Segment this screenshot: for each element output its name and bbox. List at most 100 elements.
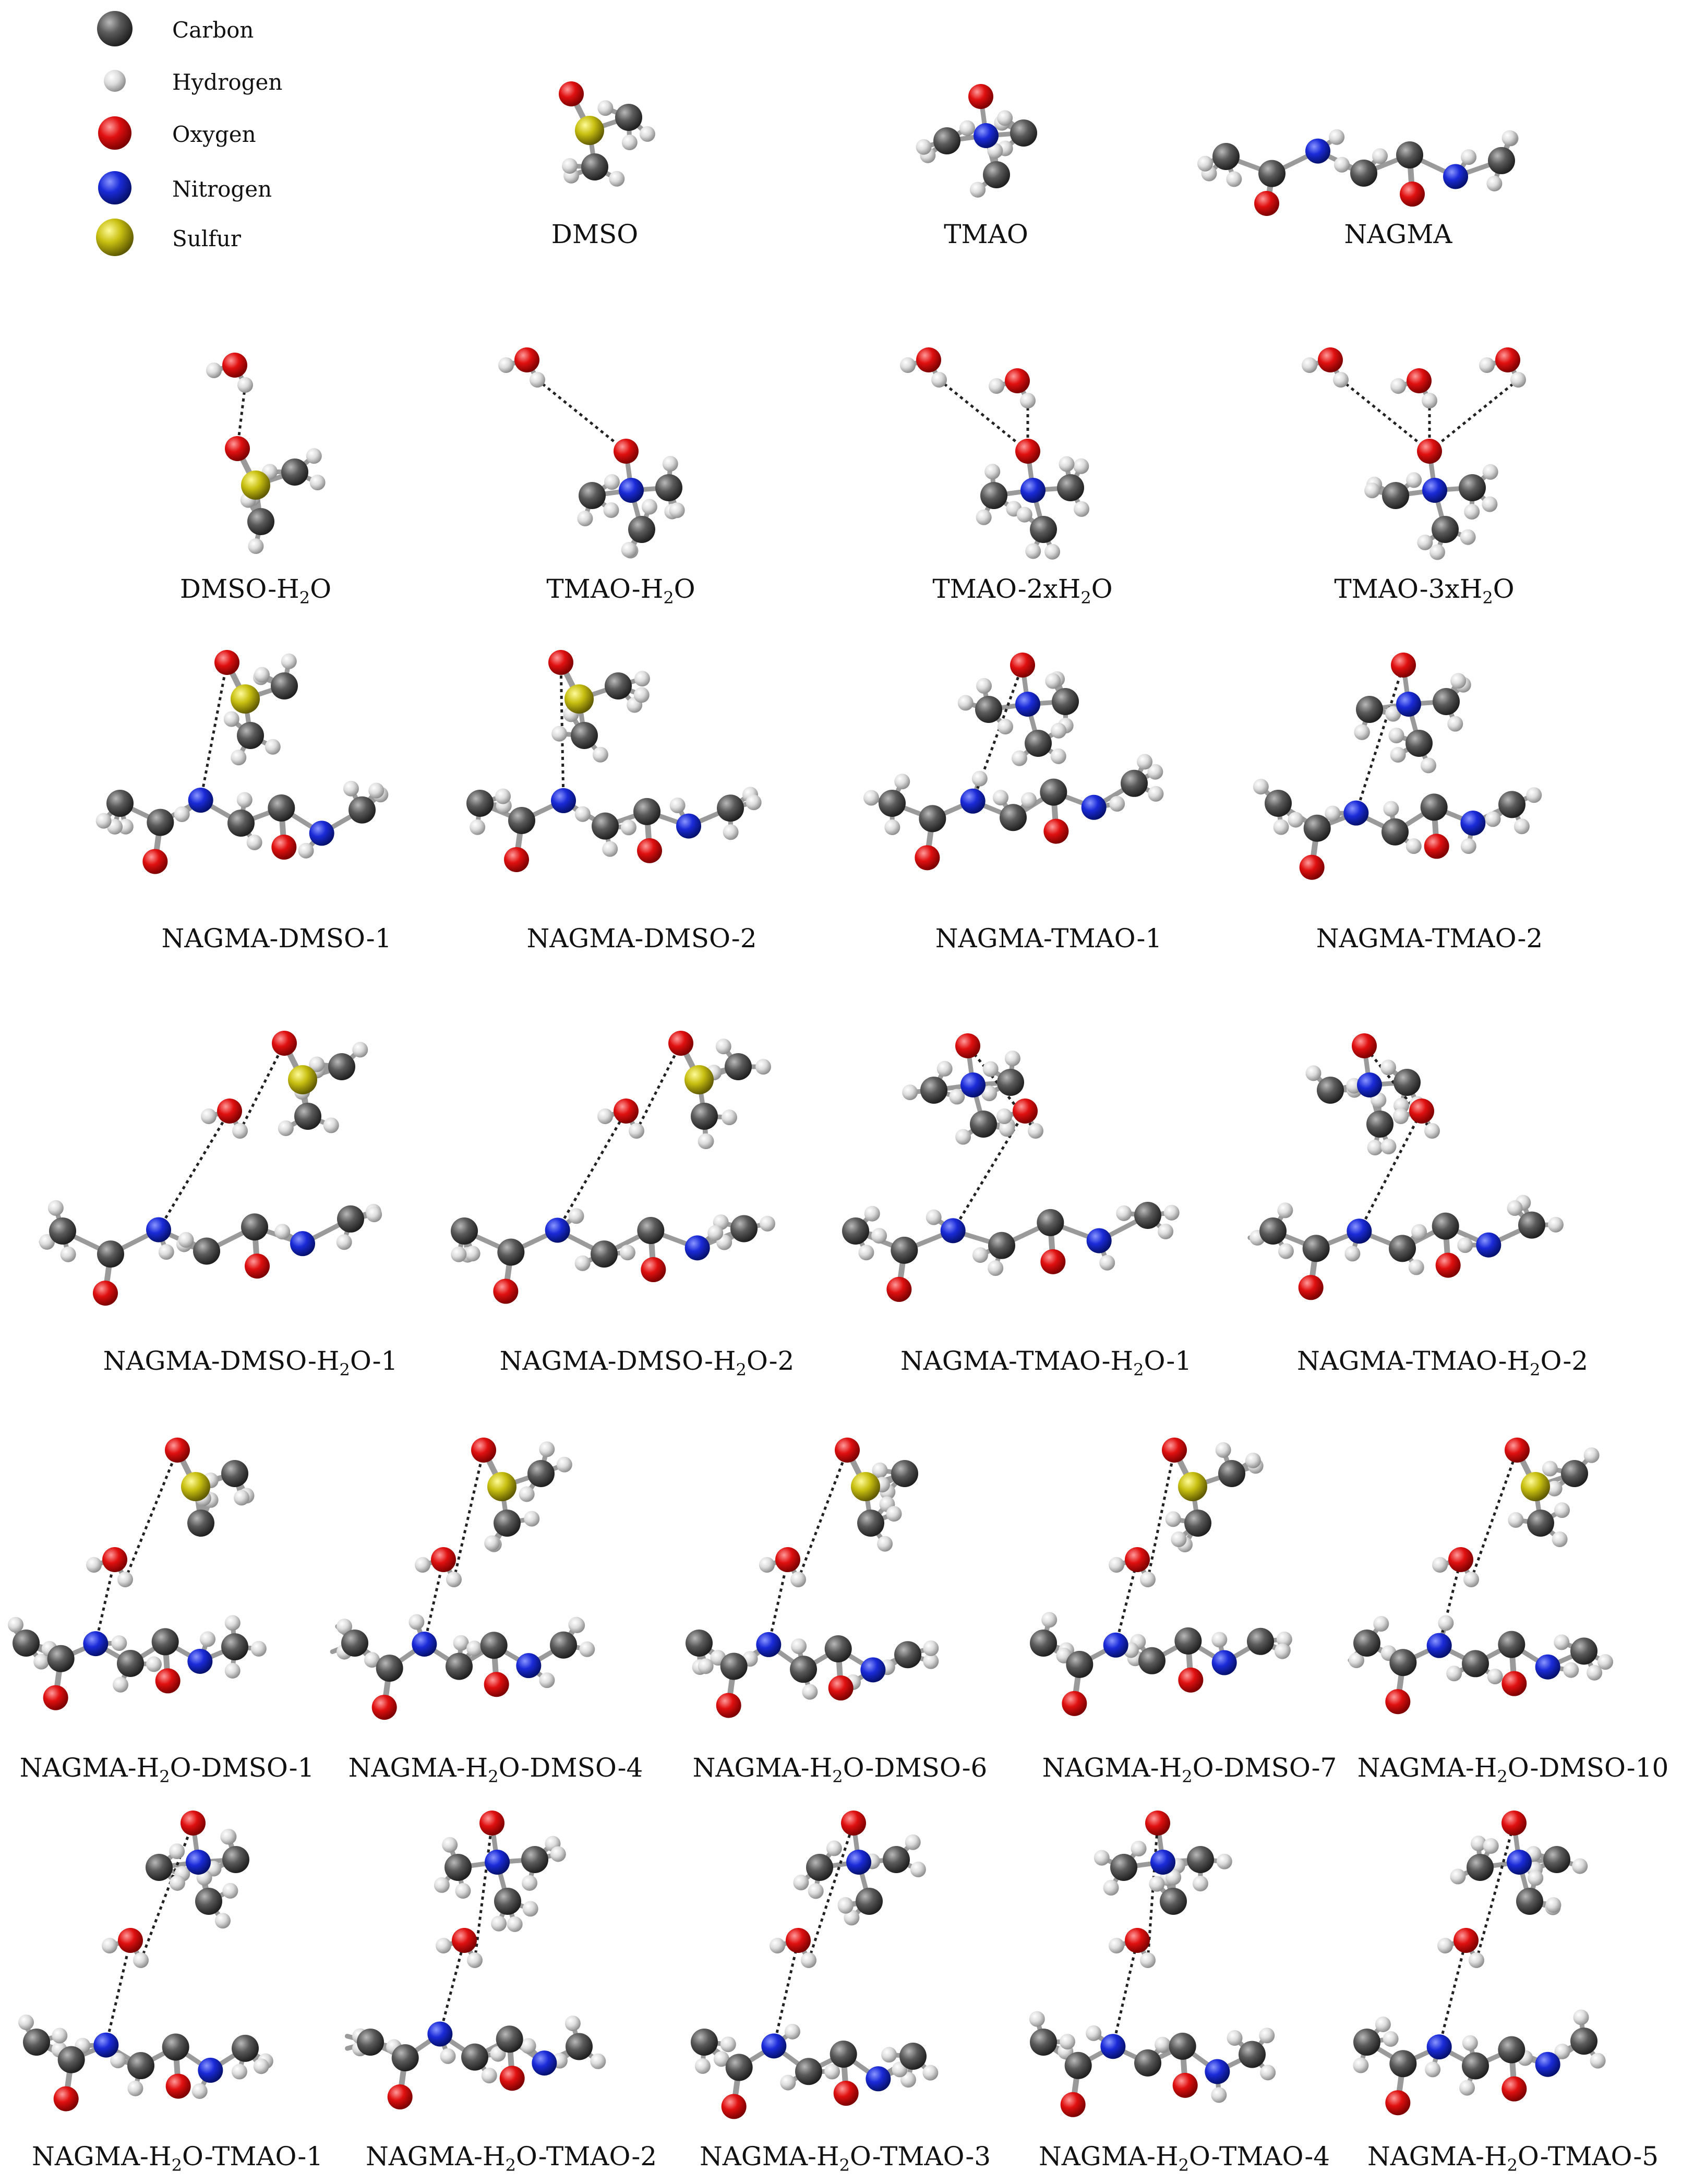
hydrogen-atom — [936, 1060, 953, 1077]
hydrogen-atom — [577, 510, 593, 526]
structure-panel: NAGMA-H2O-TMAO-1 — [16, 1784, 339, 2183]
carbon-atom — [1052, 688, 1079, 715]
legend-sulfur: Sulfur — [78, 216, 370, 258]
carbon-atom — [1247, 1627, 1274, 1655]
hydrogen-atom — [1390, 378, 1406, 394]
hydrogen-bond — [473, 1823, 494, 1961]
hydrogen-atom — [759, 1557, 775, 1573]
carbon-atom — [1258, 160, 1285, 187]
molecule-structure — [330, 1438, 595, 1720]
molecule-structure — [916, 84, 1037, 198]
carbon-atom — [268, 794, 295, 822]
carbon-atom — [983, 161, 1010, 188]
hydrogen-atom — [1163, 1204, 1180, 1221]
oxygen-atom — [1453, 1928, 1479, 1953]
hydrogen-atom — [1461, 149, 1477, 165]
carbon-atom — [47, 1645, 75, 1672]
caption-prefix: NAGMA — [1344, 219, 1452, 249]
hydrogen-bond — [1340, 379, 1431, 452]
hydrogen-atom — [231, 750, 247, 766]
hydrogen-atom — [112, 1676, 128, 1693]
nitrogen-atom — [290, 1231, 315, 1257]
structure-caption: NAGMA-TMAO-2 — [1247, 923, 1612, 957]
oxygen-atom — [165, 1438, 190, 1463]
hydrogen-atom — [1109, 795, 1125, 812]
hydrogen-atom — [1438, 1615, 1454, 1631]
carbon-atom — [496, 2025, 523, 2053]
structure-panel: NAGMA-DMSO-2 — [449, 621, 835, 965]
structure-caption: DMSO — [428, 219, 762, 253]
carbon-atom — [1066, 1650, 1094, 1678]
hydrogen-atom — [1211, 1632, 1228, 1648]
hydrogen-atom — [1025, 543, 1041, 559]
hydrogen-atom — [1463, 1572, 1479, 1587]
hydrogen-atom — [278, 1120, 294, 1136]
structure-panel: NAGMA-H2O-TMAO-2 — [344, 1784, 673, 2183]
structure-caption: TMAO-2xH2O — [835, 574, 1210, 608]
hydrogen-atom — [169, 1875, 185, 1891]
carbon-atom — [1462, 2052, 1489, 2080]
hydrogen-atom — [1353, 2057, 1369, 2073]
caption-prefix: TMAO-H — [546, 574, 664, 604]
nitrogen-atom — [1443, 164, 1468, 189]
hydrogen-atom — [1041, 1612, 1058, 1628]
hydrogen-atom — [200, 1631, 216, 1647]
oxygen-atom — [548, 650, 573, 675]
carbon-atom — [151, 1628, 179, 1656]
nitrogen-atom — [198, 2057, 223, 2083]
nitrogen-atom — [866, 2066, 891, 2092]
oxygen-atom — [641, 1257, 666, 1283]
carbon-atom — [1488, 147, 1515, 174]
hydrogen-bond — [1111, 1940, 1139, 2047]
carbon-atom — [1527, 1510, 1554, 1537]
carbon-atom — [980, 482, 1007, 509]
nitrogen-atom — [1535, 2052, 1560, 2077]
nitrogen-atom — [187, 1648, 213, 1674]
hydrogen-bond — [157, 1110, 231, 1230]
nitrogen-atom — [545, 1217, 570, 1243]
carbon-atom — [1174, 1627, 1202, 1655]
hydrogen-atom — [253, 2058, 269, 2074]
carbon-atom — [1064, 2052, 1092, 2079]
nitrogen-atom — [186, 1850, 211, 1875]
carbon-atom — [187, 1510, 214, 1537]
oxygen-atom — [1424, 834, 1449, 859]
nitrogen-atom — [1103, 1632, 1128, 1658]
hydrogen-bond — [438, 1940, 466, 2035]
sulfur-atom — [231, 684, 260, 714]
hydrogen-atom — [1446, 1666, 1462, 1682]
hydrogen-atom — [1051, 722, 1067, 739]
carbon-atom — [605, 672, 632, 699]
carbon-atom — [1138, 1647, 1166, 1674]
oxygen-atom — [1495, 347, 1520, 372]
hydrogen-atom — [864, 1205, 880, 1222]
hydrogen-bond — [536, 379, 627, 452]
oxygen-atom — [1010, 653, 1035, 678]
molecule-structure — [1353, 1811, 1606, 2116]
hydrogen-atom — [970, 182, 986, 198]
legend-hydrogen: Hydrogen — [78, 60, 370, 102]
hydrogen-bond — [797, 1450, 849, 1580]
nitrogen-atom — [1205, 2059, 1230, 2084]
hydrogen-atom — [248, 538, 264, 554]
caption-suffix: O-1 — [350, 1346, 398, 1376]
hydrogen-atom — [470, 819, 486, 835]
oxygen-atom — [1125, 1928, 1150, 1953]
carbon-atom — [1516, 1888, 1543, 1915]
nitrogen-atom — [146, 1217, 171, 1242]
caption-prefix: NAGMA-DMSO-2 — [526, 923, 757, 954]
oxygen-atom — [93, 1281, 118, 1306]
hydrogen-atom — [524, 1511, 540, 1527]
carbon-atom — [1010, 119, 1037, 147]
hydrogen-atom — [1259, 2028, 1275, 2044]
hydrogen-atom — [597, 1108, 613, 1124]
hydrogen-atom — [519, 1486, 535, 1502]
nitrogen-atom — [1305, 138, 1330, 164]
hydrogen-atom — [110, 2053, 126, 2069]
hydrogen-atom — [133, 1952, 149, 1968]
hydrogen-bond — [139, 1823, 195, 1961]
molecule-structure — [95, 650, 389, 874]
structure-caption: TMAO-H2O — [454, 574, 788, 608]
caption-subscript: 2 — [299, 588, 310, 608]
hydrogen-atom — [1329, 129, 1345, 145]
